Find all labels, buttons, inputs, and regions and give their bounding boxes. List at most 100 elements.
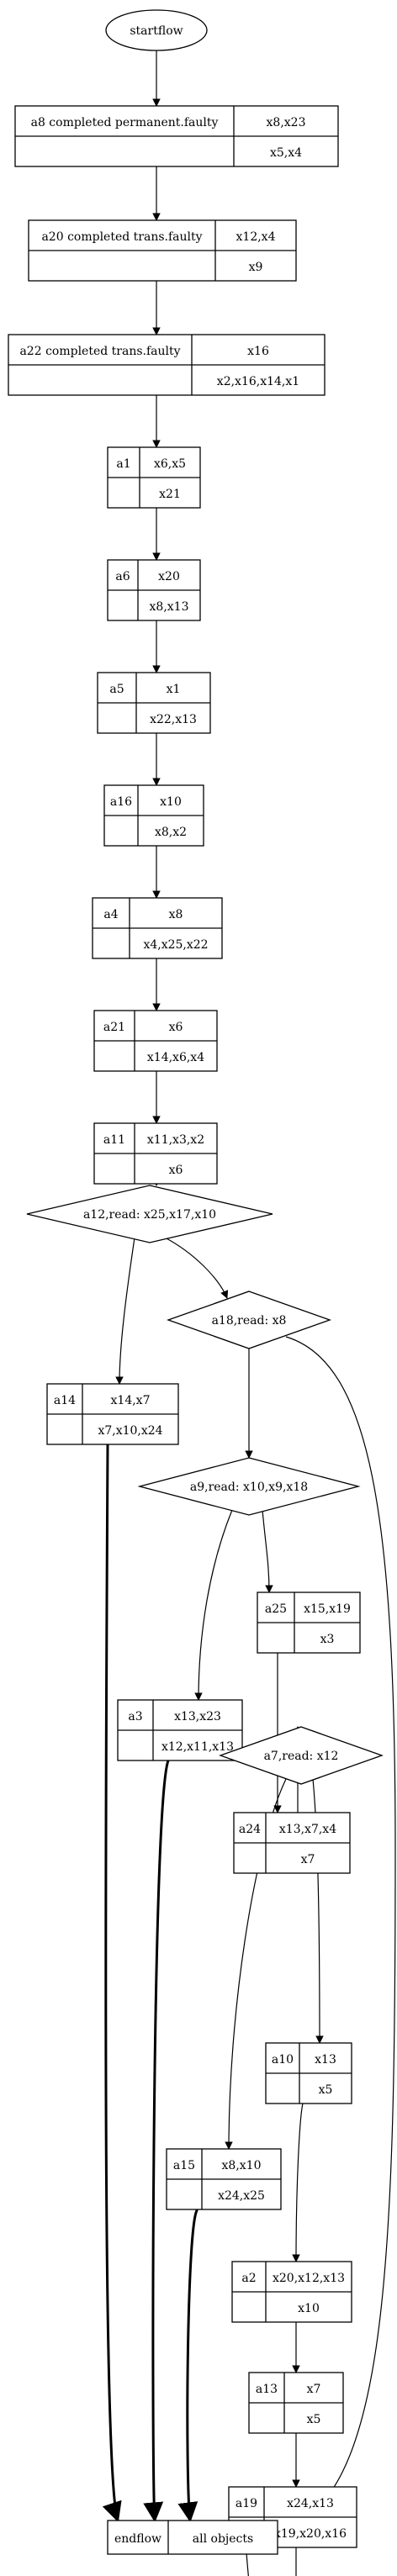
process-node-a3: a3 x13,x23 x12,x11,x13 (117, 1699, 243, 1761)
node-writes: x11,x3,x2 (147, 1133, 204, 1147)
process-node-a4: a4 x8 x4,x25,x22 (92, 897, 223, 959)
node-reads: x19,x20,x16 (274, 2527, 347, 2541)
node-title: a3 (128, 1710, 142, 1723)
node-title: a19 (236, 2497, 257, 2510)
edge-a14-end (102, 1444, 122, 2523)
decision-node-a18: a18,read: x8 (167, 1291, 331, 1349)
process-node-a11: a11 x11,x3,x2 x6 (93, 1122, 218, 1185)
node-writes: x24,x13 (287, 2497, 334, 2510)
end-label-left: endflow (114, 2532, 161, 2546)
edge-a18-end (277, 1336, 396, 2533)
node-writes: x13 (315, 2053, 336, 2067)
process-node-a21: a21 x6 x14,x6,x4 (93, 1010, 218, 1072)
node-reads: x21 (159, 488, 181, 501)
node-title: a14 (54, 1394, 76, 1407)
node-title: a24 (239, 1823, 261, 1836)
decision-diamond (26, 1185, 273, 1243)
node-writes: x15,x19 (304, 1602, 351, 1616)
node-title: a8 completed permanent.faulty (31, 116, 219, 129)
start-node: startflow (105, 9, 208, 51)
decision-label: a9,read: x10,x9,x18 (190, 1481, 308, 1494)
process-node-a13: a13 x7 x5 (248, 2372, 344, 2434)
node-reads: x12,x11,x13 (161, 1740, 234, 1754)
node-writes: x8,x10 (222, 2159, 262, 2172)
start-ellipse (105, 9, 208, 51)
node-reads: x9 (249, 261, 263, 274)
decision-diamond (137, 1457, 361, 1516)
node-title: a16 (110, 795, 132, 809)
node-reads: x2,x16,x14,x1 (217, 375, 299, 388)
node-title: a10 (272, 2053, 294, 2067)
node-title: a4 (103, 908, 118, 921)
node-writes: x8,x23 (267, 116, 306, 129)
node-writes: x8 (169, 908, 183, 921)
decision-label: a7,read: x12 (264, 1750, 339, 1763)
process-node-a10: a10 x13 x5 (265, 2042, 352, 2104)
node-reads: x7 (301, 1853, 315, 1866)
node-reads: x10 (298, 2302, 320, 2315)
process-node-a8: a8 completed permanent.faulty x8,x23 x5,x4 (14, 105, 339, 167)
process-node-a24: a24 x13,x7,x4 x7 (233, 1812, 351, 1874)
node-reads: x5 (307, 2413, 321, 2426)
node-title: a22 completed trans.faulty (19, 345, 180, 358)
node-title: a20 completed trans.faulty (41, 230, 202, 244)
node-title: a21 (103, 1021, 125, 1034)
decision-label: a18,read: x8 (212, 1314, 287, 1328)
decision-diamond (219, 1726, 384, 1785)
node-reads: x4,x25,x22 (143, 938, 208, 952)
process-node-a6: a6 x20 x8,x13 (107, 559, 201, 621)
process-node-a16: a16 x10 x8,x2 (103, 784, 204, 847)
node-writes: x1 (167, 683, 181, 696)
edge-a10-a2 (292, 2103, 304, 2262)
node-title: a5 (109, 683, 124, 696)
node-title: a6 (115, 570, 130, 583)
node-reads: x8,x2 (155, 826, 187, 839)
edge-a12-a14 (115, 1237, 135, 1385)
node-reads: x24,x25 (218, 2189, 265, 2203)
node-reads: x14,x6,x4 (147, 1051, 204, 1064)
end-box (107, 2520, 278, 2555)
node-title: a11 (103, 1133, 125, 1147)
node-title: a2 (241, 2272, 256, 2285)
node-reads: x5,x4 (270, 146, 302, 160)
edge-a7-a10 (312, 1778, 324, 2044)
edge-a3-end (143, 1760, 170, 2523)
decision-label: a12,read: x25,x17,x10 (83, 1208, 216, 1222)
decision-node-a12: a12,read: x25,x17,x10 (26, 1185, 273, 1243)
node-reads: x3 (320, 1633, 335, 1646)
node-title: a1 (116, 457, 130, 471)
edge-a15-end (177, 2208, 200, 2523)
node-writes: x6 (169, 1021, 183, 1034)
decision-diamond (167, 1291, 331, 1349)
node-reads: x22,x13 (150, 713, 197, 726)
node-writes: x20 (158, 570, 180, 583)
decision-node-a7: a7,read: x12 (219, 1726, 384, 1785)
node-writes: x10 (160, 795, 182, 809)
node-reads: x8,x13 (150, 600, 189, 614)
end-node: endflow all objects (107, 2520, 278, 2555)
start-label: startflow (130, 24, 183, 38)
edge-a9-a3 (194, 1509, 233, 1701)
node-reads: x6 (169, 1164, 183, 1177)
node-writes: x20,x12,x13 (273, 2272, 345, 2285)
decision-node-a9: a9,read: x10,x9,x18 (137, 1457, 361, 1516)
node-title: a13 (256, 2383, 278, 2396)
end-label-right: all objects (193, 2532, 253, 2546)
node-reads: x5 (319, 2083, 333, 2097)
edge-a9-a25 (262, 1509, 273, 1593)
node-writes: x14,x7 (111, 1394, 151, 1407)
process-node-a1: a1 x6,x5 x21 (107, 446, 201, 509)
node-writes: x16 (247, 345, 269, 358)
node-writes: x7 (307, 2383, 321, 2396)
process-node-a22: a22 completed trans.faulty x16 x2,x16,x14,… (8, 334, 326, 396)
node-writes: x13,x23 (174, 1710, 221, 1723)
process-node-a2: a2 x20,x12,x13 x10 (231, 2261, 352, 2323)
node-writes: x6,x5 (154, 457, 186, 471)
process-node-a5: a5 x1 x22,x13 (97, 672, 211, 734)
node-writes: x13,x7,x4 (279, 1823, 336, 1836)
